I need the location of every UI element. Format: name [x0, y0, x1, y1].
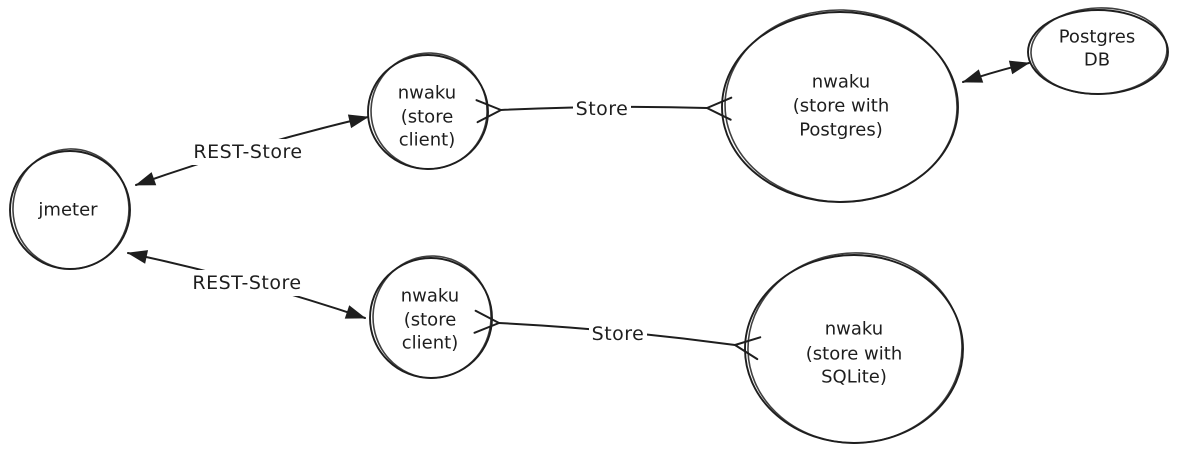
node-label-line: (store [401, 107, 454, 128]
node-label-line: SQLite) [821, 367, 887, 388]
node-postgres-db: Postgres DB [1027, 7, 1169, 95]
node-postgres-db-shape-sketch [1030, 7, 1168, 95]
edge-store-bottom: Store [473, 309, 762, 361]
node-label-line: Postgres [1059, 27, 1136, 48]
edge-label-background [183, 270, 311, 296]
edge-store-top: Store [475, 96, 733, 124]
node-label-line: nwaku [825, 319, 883, 340]
node-store-client-bottom-shape-sketch [372, 255, 492, 379]
node-store-client-top-shape-sketch [370, 52, 488, 170]
node-nwaku-store-with-sqlite: nwaku (store with SQLite) [744, 252, 964, 444]
edge-label: Store [576, 98, 629, 120]
edge-postgres-db-link [962, 60, 1030, 83]
node-jmeter-shape-sketch [12, 148, 130, 270]
edge-label-background [573, 96, 631, 122]
node-label-line: (store with [806, 344, 902, 365]
node-label-line: (store [404, 310, 457, 331]
node-label-line: nwaku [812, 72, 870, 93]
node-label-line: client) [402, 333, 458, 354]
node-nwaku-store-with-postgres: nwaku (store with Postgres) [721, 9, 959, 203]
double-arrow-line [962, 60, 1030, 83]
node-label-line: jmeter [37, 200, 98, 221]
edge-label: REST-Store [192, 272, 301, 294]
node-label-line: (store with [793, 96, 889, 117]
edge-rest-store-bottom: REST-Store [127, 250, 366, 319]
node-label-line: nwaku [401, 286, 459, 307]
node-jmeter: jmeter [9, 148, 131, 270]
node-label-line: client) [399, 130, 455, 151]
edge-label-background [184, 139, 312, 165]
node-store-sqlite-shape-sketch [747, 252, 963, 444]
node-label-line: Postgres) [799, 120, 883, 141]
node-store-postgres-shape-sketch [724, 9, 958, 203]
edge-label: REST-Store [193, 141, 302, 163]
node-nwaku-store-client-top: nwaku (store client) [367, 52, 489, 170]
edge-label-background [589, 321, 647, 347]
edge-rest-store-top: REST-Store [135, 114, 369, 186]
node-label-line: DB [1084, 50, 1110, 71]
node-nwaku-store-client-bottom: nwaku (store client) [369, 255, 493, 379]
edge-label: Store [592, 323, 645, 345]
node-label-line: nwaku [398, 83, 456, 104]
